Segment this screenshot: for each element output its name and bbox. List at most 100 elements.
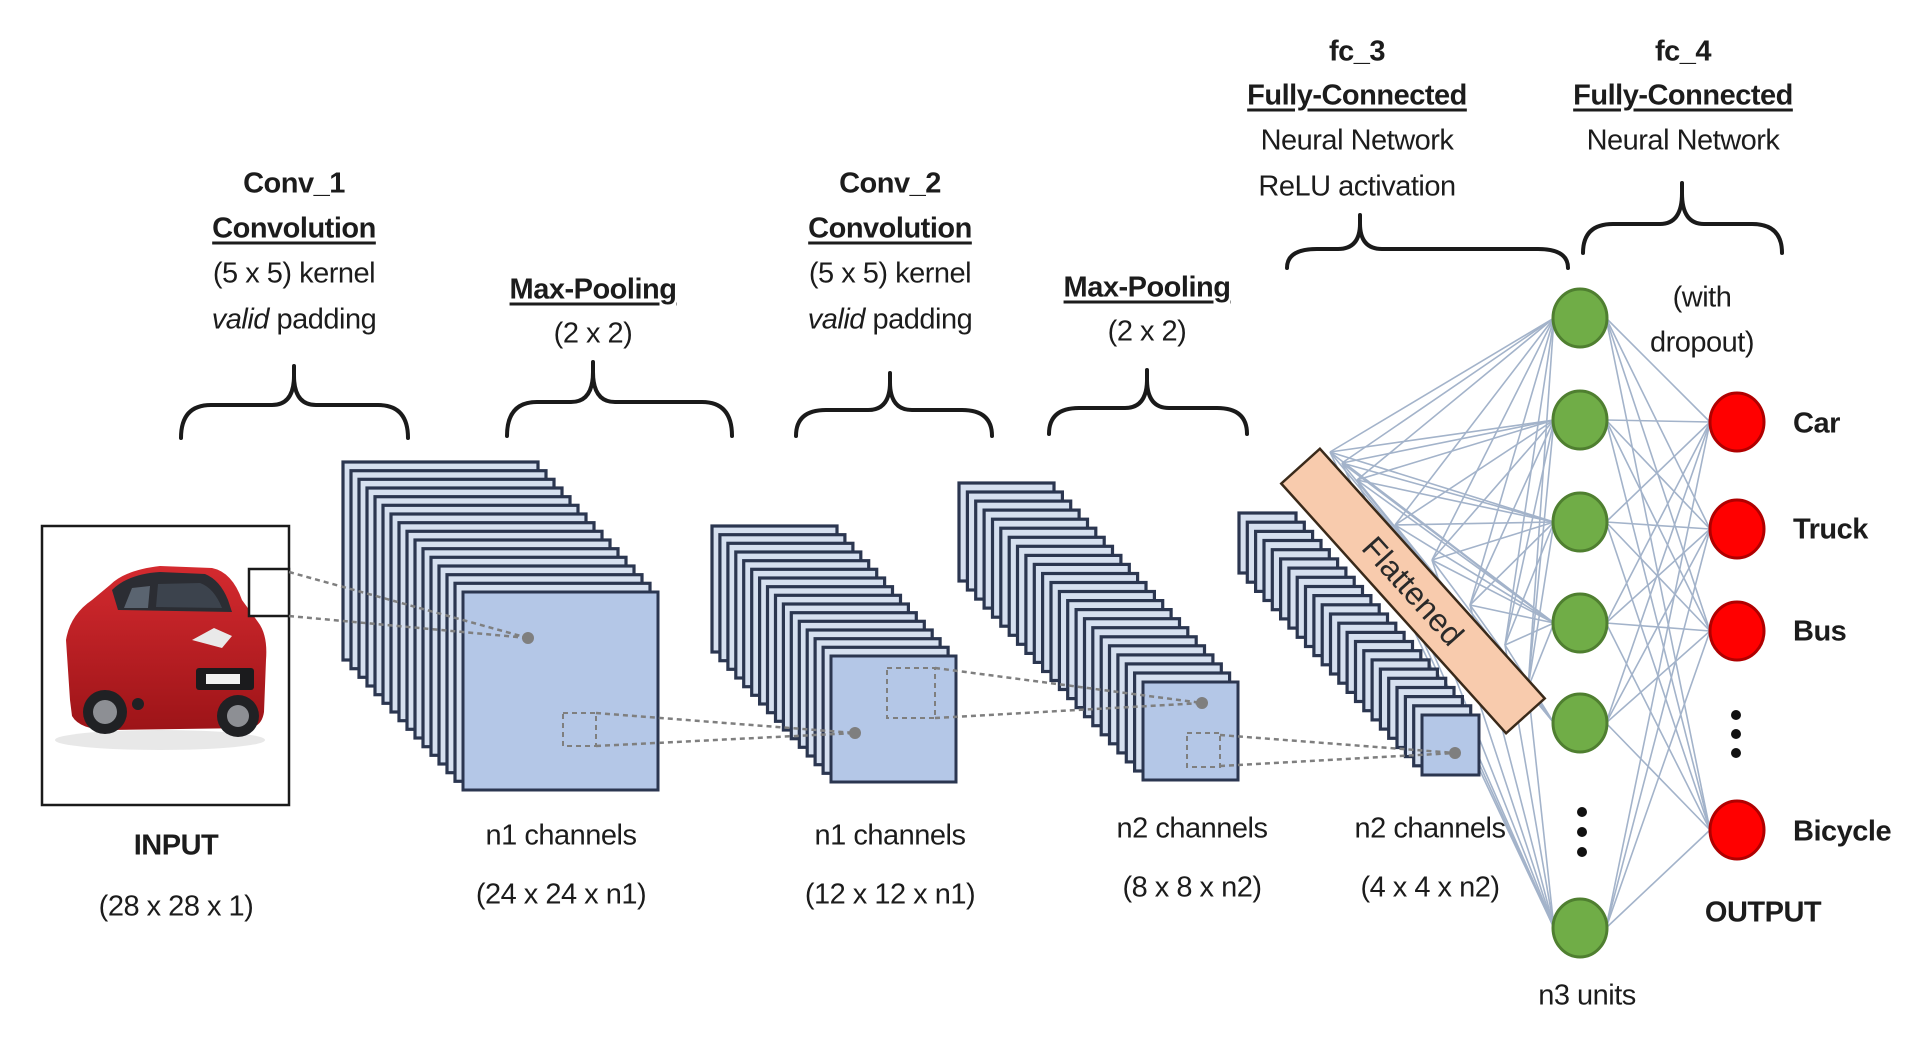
conv2-output-label: n2 channels xyxy=(1116,812,1268,845)
hidden-to-output-connection xyxy=(1605,521,1711,530)
flatten-to-hidden-connection xyxy=(1341,462,1555,624)
pool1-feature-maps xyxy=(710,524,958,784)
hidden-to-output-connection xyxy=(1605,419,1711,530)
fc3-activation: ReLU activation xyxy=(1258,170,1456,203)
input-image-frame xyxy=(40,524,291,807)
kernel-window xyxy=(247,567,291,618)
flatten-to-hidden-connection xyxy=(1527,419,1555,689)
conv-window-2 xyxy=(886,667,936,719)
flatten-to-hidden-connection xyxy=(1329,451,1555,523)
output-label-car: Car xyxy=(1793,407,1840,440)
fc3-kind: Fully-Connected xyxy=(1247,79,1467,112)
output-label-truck: Truck xyxy=(1793,513,1868,546)
flatten-to-hidden-connection xyxy=(1356,419,1555,481)
pool1-output-label: n1 channels xyxy=(814,819,966,852)
conv2-output-shape: (8 x 8 x n2) xyxy=(1122,871,1262,904)
pool2-output-label: n2 channels xyxy=(1354,812,1506,845)
hidden-to-output-connection xyxy=(1605,419,1711,423)
hidden-node xyxy=(1551,592,1609,654)
flatten-to-hidden-connection xyxy=(1504,622,1555,646)
output-label-bus: Bus xyxy=(1793,615,1847,648)
conv2-kernel: (5 x 5) kernel xyxy=(808,257,972,290)
conv1-padding: valid padding xyxy=(211,303,377,336)
input-title: INPUT xyxy=(133,829,219,862)
pool-window-2 xyxy=(1186,732,1221,768)
pool1-size: (2 x 2) xyxy=(553,317,633,350)
fc-nodes xyxy=(1551,287,1766,959)
hidden-to-output-connection xyxy=(1605,528,1711,624)
hidden-to-output-connection xyxy=(1605,421,1711,724)
conv2-kind: Convolution xyxy=(808,212,972,245)
flatten-to-hidden-connection xyxy=(1469,419,1555,606)
hidden-node xyxy=(1551,692,1609,754)
output-ellipsis-icon xyxy=(1731,710,1741,758)
flatten-to-hidden-connection xyxy=(1504,521,1555,646)
braces xyxy=(179,181,1784,440)
flatten-to-hidden-connection xyxy=(1329,419,1555,453)
fc4-note-line2: dropout) xyxy=(1649,326,1755,359)
hidden-node xyxy=(1551,389,1609,451)
flatten-to-hidden-connection xyxy=(1504,317,1555,646)
output-node-car xyxy=(1708,391,1766,453)
hidden-to-output-connection xyxy=(1605,421,1711,624)
flatten-to-hidden-connection xyxy=(1329,317,1555,453)
output-title: OUTPUT xyxy=(1704,896,1822,929)
feature-map-front xyxy=(461,590,660,792)
flatten-to-hidden-connection xyxy=(1431,419,1555,561)
feature-map-front xyxy=(1420,713,1481,777)
conv1-kernel: (5 x 5) kernel xyxy=(212,257,376,290)
flatten-to-hidden-connection xyxy=(1527,317,1555,689)
flatten-to-hidden-connection xyxy=(1527,521,1555,689)
output-node-truck xyxy=(1708,498,1766,560)
hidden-node xyxy=(1551,491,1609,553)
hidden-to-output-connection xyxy=(1605,317,1711,423)
flatten-to-hidden-connection xyxy=(1356,479,1555,523)
hidden-node xyxy=(1551,287,1609,349)
flatten-to-hidden-connection xyxy=(1431,317,1555,561)
conv1-kind: Convolution xyxy=(212,212,376,245)
flatten-to-hidden-connection xyxy=(1341,462,1555,523)
brace-pool2 xyxy=(1047,368,1249,436)
projection-line xyxy=(595,711,856,735)
projection-line xyxy=(1219,733,1456,755)
pool2-size: (2 x 2) xyxy=(1107,315,1187,348)
projection-point xyxy=(1196,697,1208,709)
conv1-output-shape: (24 x 24 x n1) xyxy=(475,878,647,911)
flatten-to-hidden-connection xyxy=(1341,419,1555,464)
flatten-to-hidden-connection xyxy=(1394,521,1555,526)
hidden-to-output-connection xyxy=(1605,421,1711,929)
pool1-kind: Max-Pooling xyxy=(509,273,677,306)
conv1-padding-type: valid xyxy=(211,303,270,336)
hidden-to-output-connection xyxy=(1605,630,1711,929)
flatten-to-hidden-connection xyxy=(1356,317,1555,481)
flatten-to-hidden-connection xyxy=(1431,521,1555,561)
fc4-note-line1: (with xyxy=(1672,281,1732,314)
conv2-padding-word: padding xyxy=(864,303,973,336)
fc4-line1: Neural Network xyxy=(1586,124,1780,157)
fc4-kind: Fully-Connected xyxy=(1573,79,1793,112)
pool2-feature-maps xyxy=(1237,511,1481,777)
conv1-name: Conv_1 xyxy=(243,167,345,200)
hidden-to-output-connection xyxy=(1605,421,1711,523)
flatten-to-hidden-connection xyxy=(1394,524,1555,624)
hidden-units-label: n3 units xyxy=(1538,979,1636,1012)
flatten-to-hidden-connection xyxy=(1527,687,1555,929)
brace-fc3 xyxy=(1285,213,1570,270)
brace-fc4 xyxy=(1581,181,1784,255)
projection-point xyxy=(1449,747,1461,759)
hidden-to-output-connection xyxy=(1605,829,1711,929)
projection-point xyxy=(849,727,861,739)
brace-pool1 xyxy=(505,360,734,438)
flatten-to-hidden-connection xyxy=(1341,317,1555,464)
fc3-line1: Neural Network xyxy=(1260,124,1454,157)
fc4-name: fc_4 xyxy=(1654,35,1712,68)
projection-line xyxy=(1219,751,1456,768)
conv1-padding-word: padding xyxy=(268,303,377,336)
projection-line xyxy=(595,731,856,748)
pool1-output-shape: (12 x 12 x n1) xyxy=(804,878,976,911)
conv2-name: Conv_2 xyxy=(839,167,941,200)
conv2-feature-maps xyxy=(957,481,1240,782)
projection-point xyxy=(522,632,534,644)
output-label-bicycle: Bicycle xyxy=(1793,815,1892,848)
